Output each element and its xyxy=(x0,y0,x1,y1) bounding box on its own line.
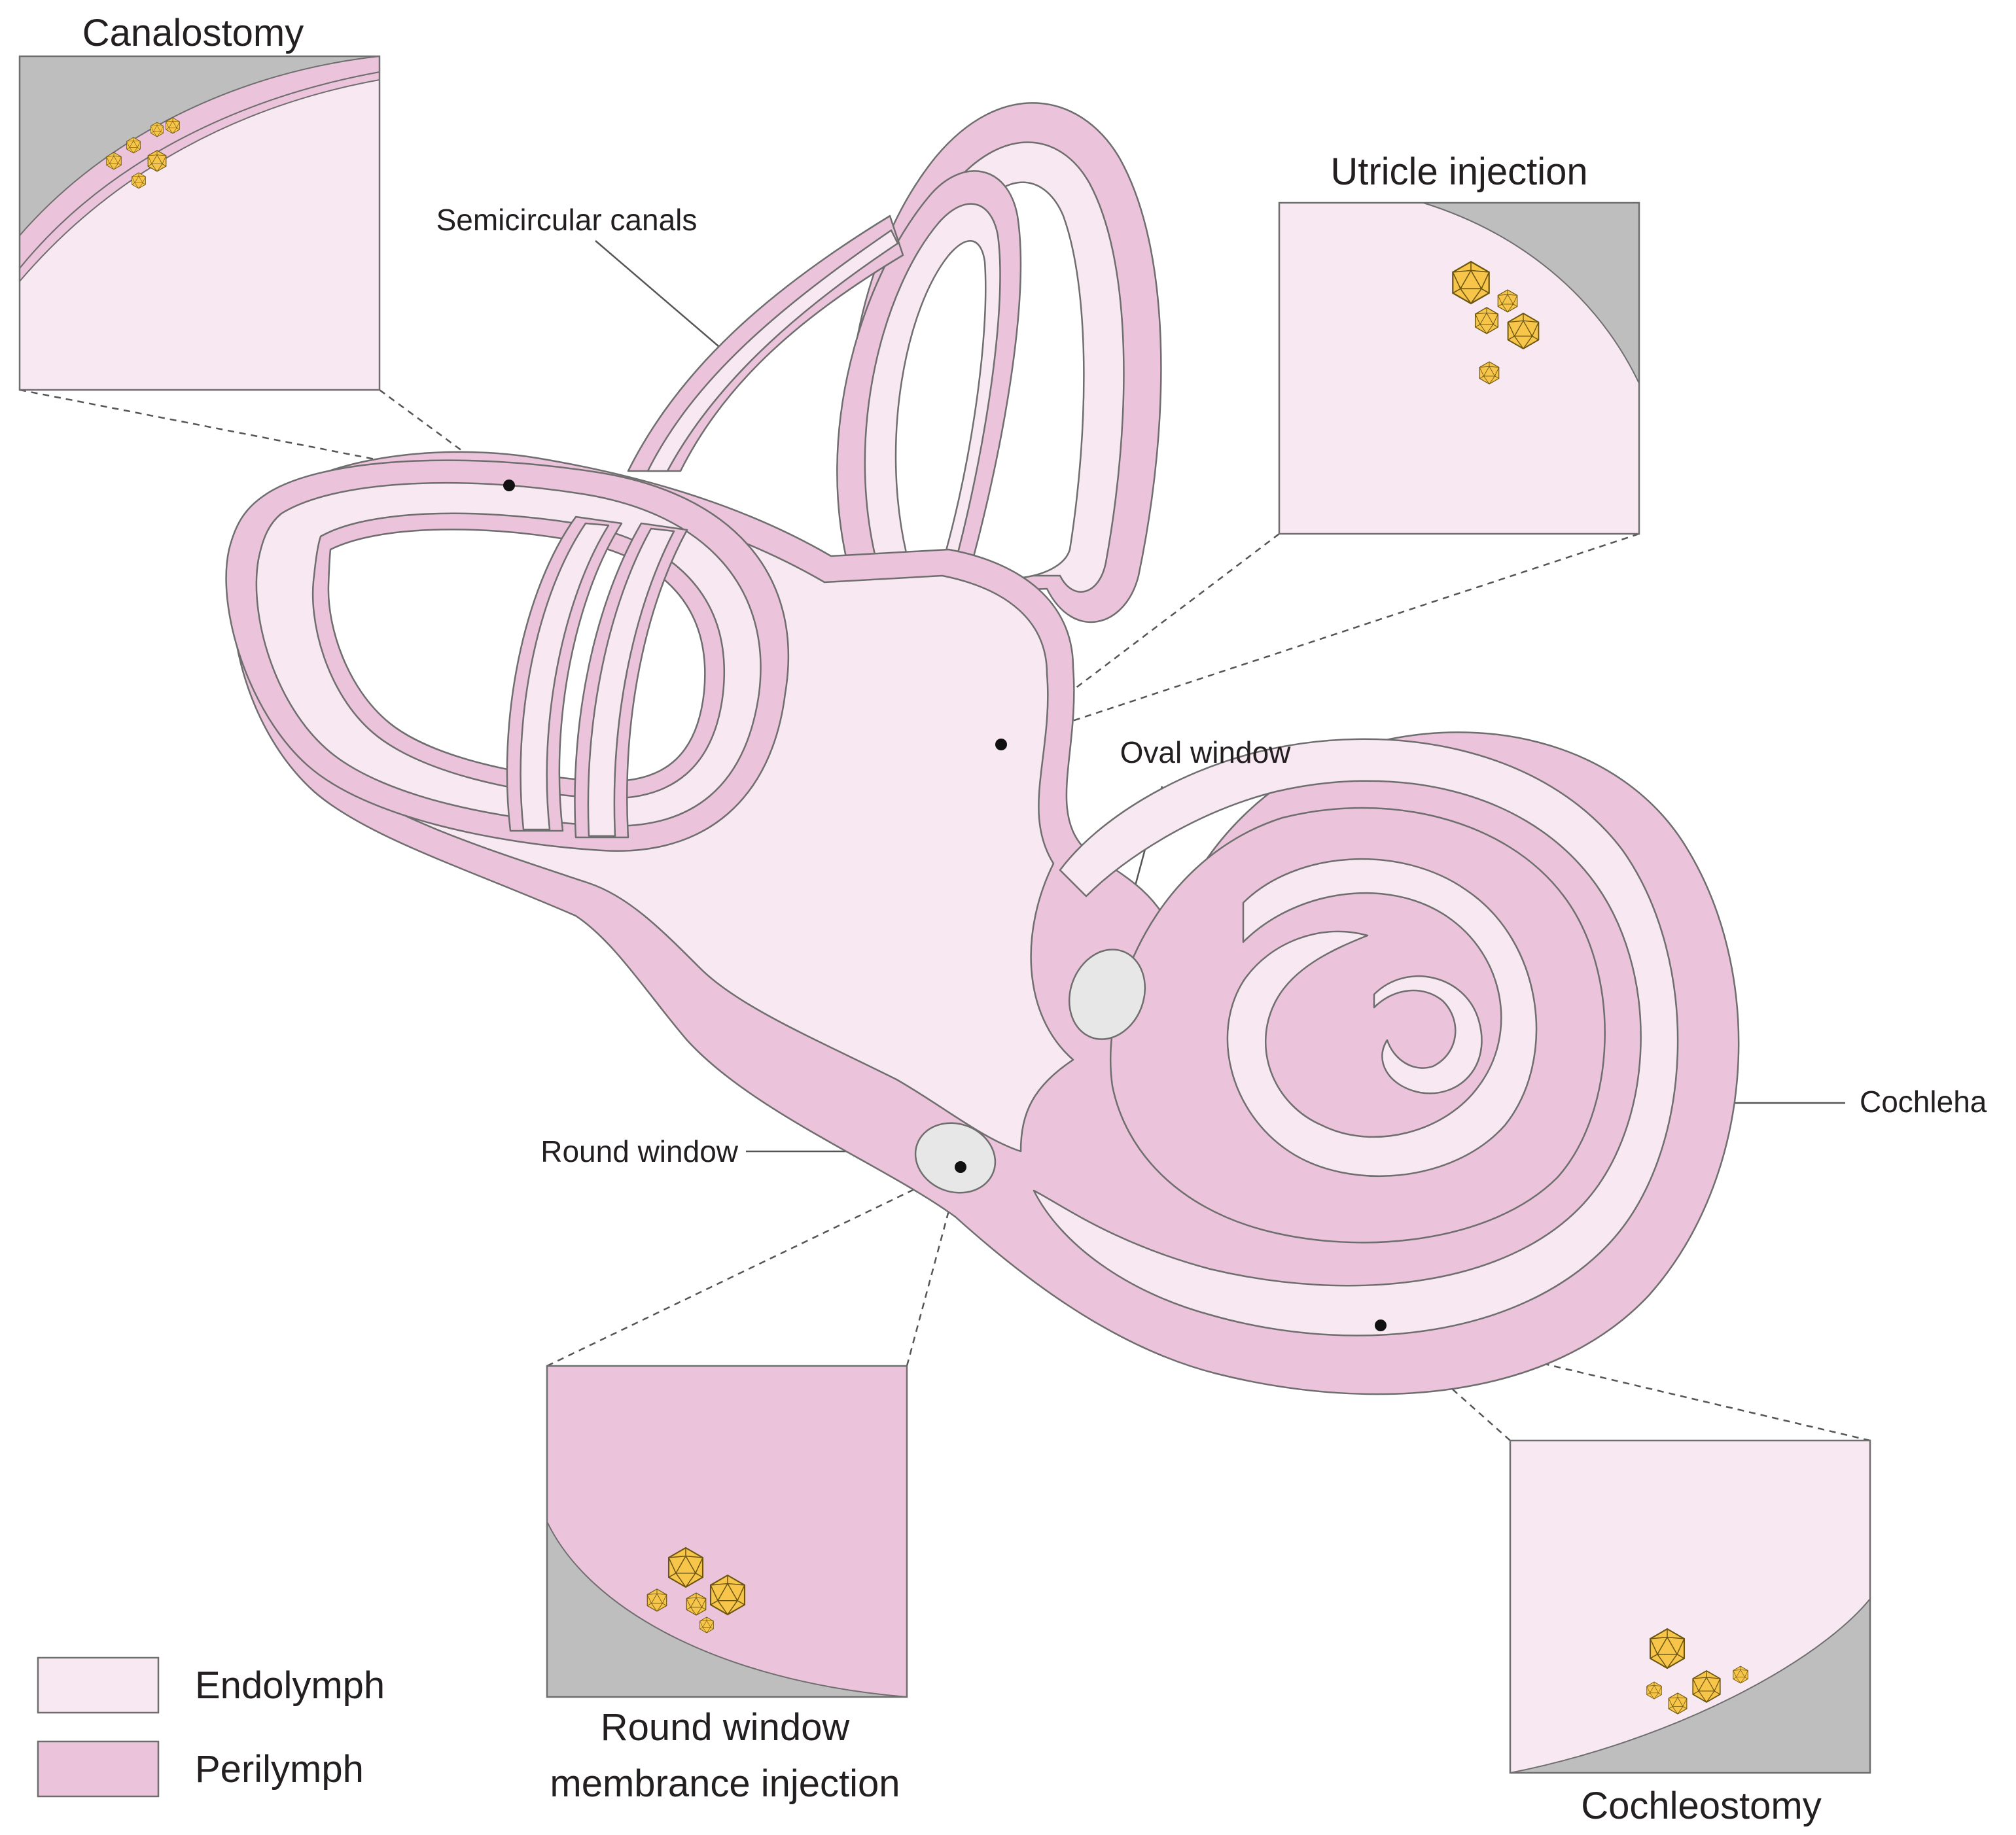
inset-round-window: Round window membrance injection xyxy=(546,1365,908,1805)
round-window-zoom-line xyxy=(546,1166,962,1367)
round-window-label: Round window xyxy=(540,1134,739,1168)
cochleostomy-title: Cochleostomy xyxy=(1581,1785,1821,1827)
superior-canal-band-lumen xyxy=(646,229,899,472)
round-window-title-line1: Round window xyxy=(601,1706,851,1749)
legend: Endolymph Perilymph xyxy=(37,1656,385,1798)
anterior-canal-hole xyxy=(894,240,987,554)
round-window xyxy=(914,1122,997,1194)
oval-window xyxy=(1068,949,1146,1040)
anatomy-labels: Semicircular canals Oval window Round wi… xyxy=(436,203,1987,1168)
legend-label-endolymph: Endolymph xyxy=(195,1664,385,1707)
injection-sites xyxy=(503,480,1387,1331)
legend-swatch-perilymph xyxy=(37,1740,160,1798)
canal-injection-dot xyxy=(503,480,515,491)
semicircular-canals-pointer xyxy=(595,240,734,359)
anterior-canal-front-lumen xyxy=(520,522,610,831)
inset-utricle: Utricle injection xyxy=(1278,150,1640,535)
inset-canalostomy: Canalostomy xyxy=(18,12,381,391)
cochlea-apex xyxy=(1373,975,1483,1094)
canalostomy-title: Canalostomy xyxy=(82,12,304,54)
utricle-zoom-line xyxy=(1000,533,1640,746)
cochlea-label: Cochleha xyxy=(1860,1085,1987,1119)
semicircular-canals-label: Semicircular canals xyxy=(436,203,698,237)
anterior-canal-front-lumen-2 xyxy=(587,527,675,837)
inset-cochleostomy: Cochleostomy xyxy=(1509,1439,1871,1827)
legend-swatch-endolymph xyxy=(37,1656,160,1714)
cochlea-injection-dot xyxy=(1375,1319,1387,1331)
utricle-injection-dot xyxy=(995,739,1007,750)
legend-label-perilymph: Perilymph xyxy=(195,1748,364,1791)
inner-ear xyxy=(225,102,1740,1395)
round-window-injection-dot xyxy=(955,1161,966,1173)
oval-window-label: Oval window xyxy=(1120,735,1292,769)
cochlea-turn-outer-endolymph xyxy=(1033,738,1679,1337)
round-window-title-line2: membrance injection xyxy=(550,1762,900,1805)
utricle-title: Utricle injection xyxy=(1330,150,1587,193)
cochlea-middle-turn xyxy=(1226,858,1538,1178)
